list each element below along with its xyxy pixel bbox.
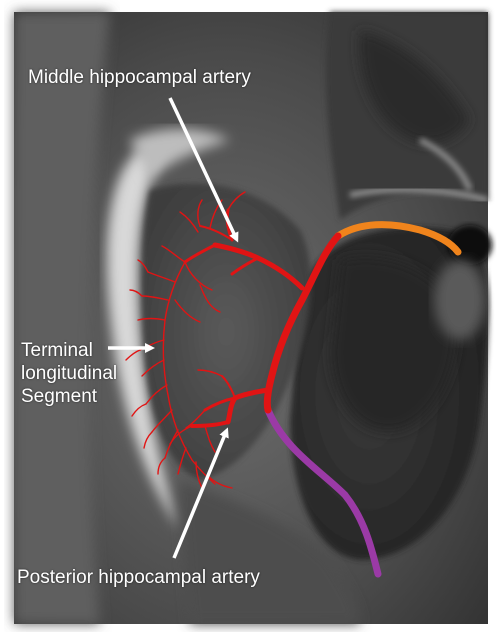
terminal-label-line: Terminal <box>21 339 117 362</box>
terminal-longitudinal-segment-label: Terminal longitudinal Segment <box>21 339 117 408</box>
posterior-hippocampal-artery-label: Posterior hippocampal artery <box>17 566 260 589</box>
terminal-label-line: longitudinal <box>21 362 117 385</box>
terminal-label-line: Segment <box>21 385 117 408</box>
middle-hippocampal-artery-label: Middle hippocampal artery <box>28 66 251 89</box>
